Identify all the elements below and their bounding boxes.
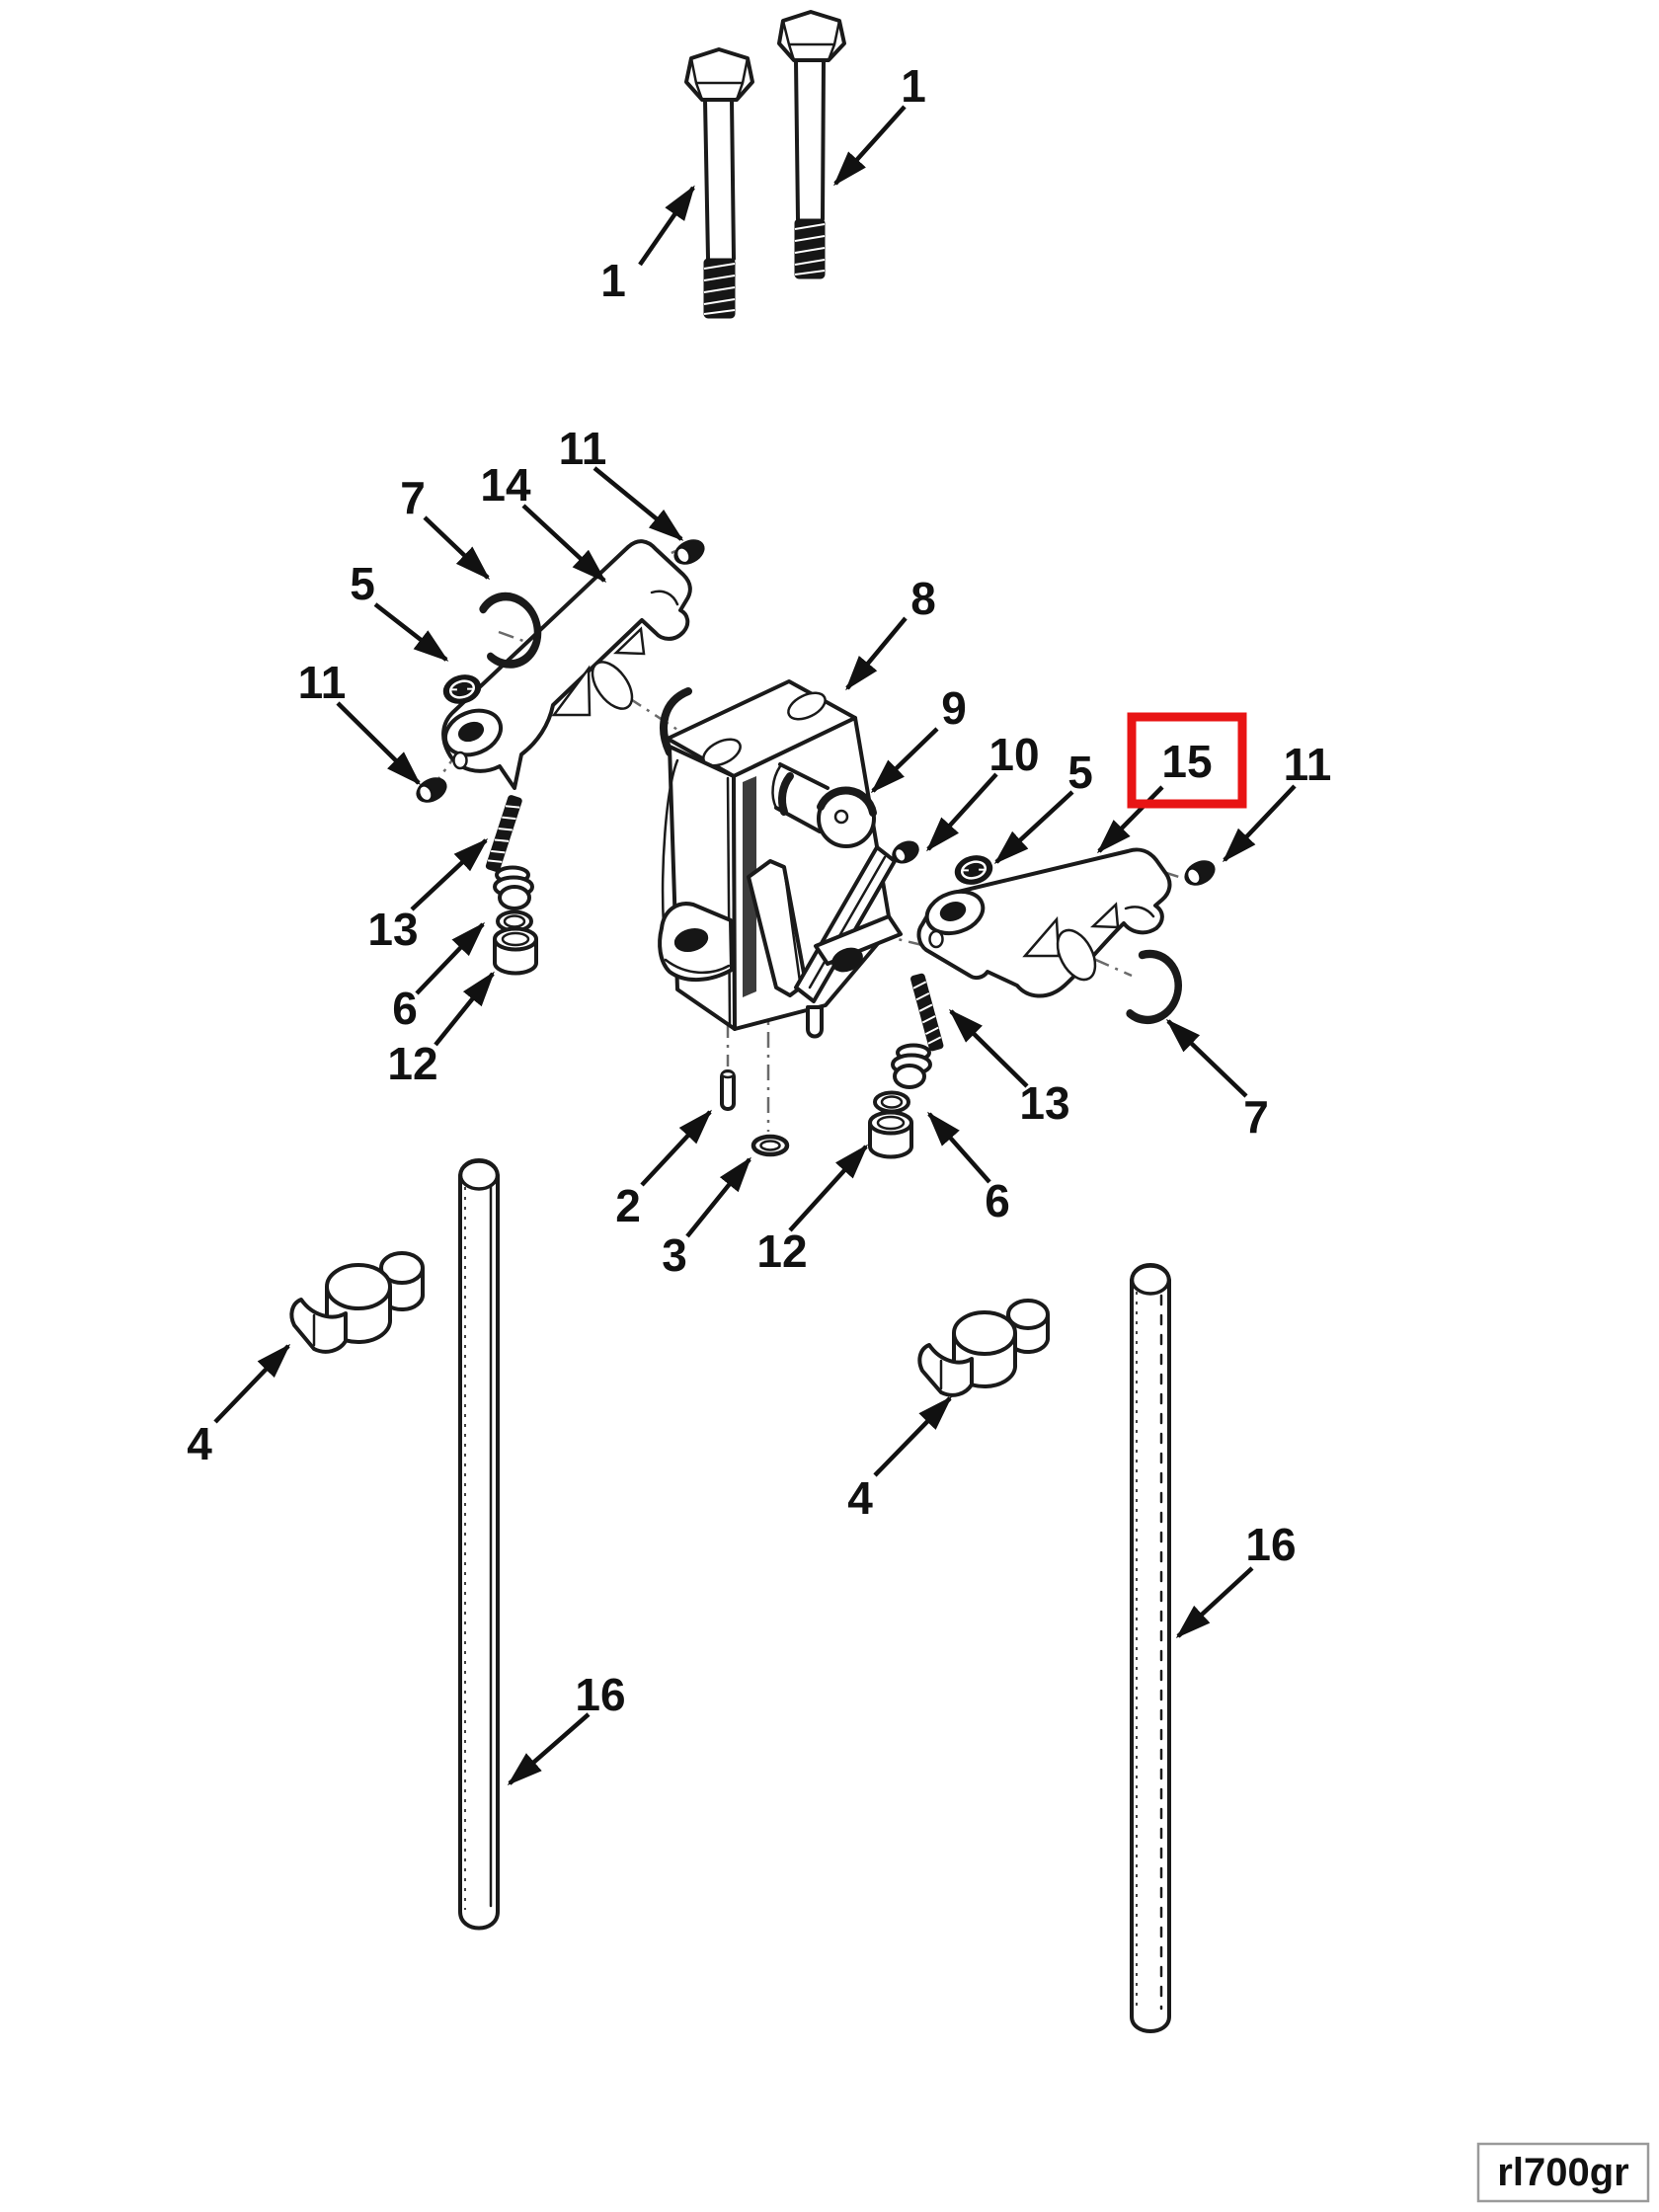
callout-4-left[interactable]: 4 (187, 1418, 212, 1469)
part-bracket-8 (658, 679, 903, 1039)
callout-arrows (213, 105, 1297, 1785)
callout-6-right[interactable]: 6 (985, 1175, 1010, 1226)
part-retaining-ring-7-left (479, 592, 542, 669)
callout-12-right[interactable]: 12 (756, 1225, 807, 1277)
highlight-box-15[interactable] (1127, 712, 1247, 809)
part-bushing-12-left (493, 926, 538, 976)
part-push-rod-16-left (458, 1158, 500, 1931)
part-guide-4-right (917, 1299, 1051, 1397)
callout-16-left[interactable]: 16 (575, 1669, 625, 1720)
part-capscrew-1-left (684, 47, 754, 319)
part-washer-6-right (873, 1090, 910, 1114)
callout-7-right[interactable]: 7 (1243, 1091, 1269, 1143)
callout-1-left[interactable]: 1 (600, 255, 626, 306)
callout-10[interactable]: 10 (988, 729, 1039, 780)
part-rocker-lever-15 (916, 847, 1172, 998)
drawing-code-box: rl700gr (1476, 2142, 1650, 2203)
callout-labels: 1 1 11 14 7 5 11 13 6 12 8 9 10 5 15 11 … (187, 60, 1331, 1720)
callout-6-left[interactable]: 6 (392, 983, 418, 1034)
part-shaft-9 (771, 762, 877, 848)
callout-4-right[interactable]: 4 (847, 1472, 873, 1524)
part-guide-4-left (289, 1251, 426, 1354)
part-retaining-ring-7-right (1126, 949, 1182, 1025)
part-plug-10 (892, 840, 919, 864)
drawing-code-text: rl700gr (1497, 2151, 1628, 2194)
part-adjusting-screw-13-left (485, 795, 534, 910)
callout-11-left[interactable]: 11 (298, 657, 347, 708)
callout-16-right[interactable]: 16 (1245, 1519, 1296, 1570)
callout-11-top[interactable]: 11 (559, 423, 607, 474)
callout-11-right[interactable]: 11 (1284, 739, 1332, 790)
callout-3[interactable]: 3 (662, 1229, 687, 1281)
part-nut-5-right (954, 855, 993, 885)
part-adjusting-screw-13-right (891, 973, 944, 1089)
callout-15-highlighted[interactable]: 15 (1161, 736, 1212, 787)
part-nut-5-left (442, 674, 482, 704)
callout-8[interactable]: 8 (910, 573, 936, 624)
callout-7-left[interactable]: 7 (400, 472, 426, 523)
part-plug-11-top (673, 539, 705, 565)
part-push-rod-16-right (1130, 1263, 1171, 2033)
part-capscrew-1-right (777, 10, 846, 279)
callout-13-left[interactable]: 13 (367, 904, 418, 955)
callout-2[interactable]: 2 (615, 1180, 641, 1231)
callout-14[interactable]: 14 (480, 459, 531, 511)
callout-5-left[interactable]: 5 (350, 558, 375, 609)
part-rocker-lever-14 (441, 539, 692, 790)
callout-1-right[interactable]: 1 (901, 60, 926, 112)
part-plug-11-left (416, 777, 447, 803)
part-bushing-12-right (868, 1110, 913, 1159)
callout-9[interactable]: 9 (941, 682, 967, 734)
part-plug-11-right (1184, 860, 1216, 886)
part-ring-3 (750, 1134, 790, 1157)
callout-13-right[interactable]: 13 (1019, 1077, 1069, 1129)
callout-5-right[interactable]: 5 (1067, 747, 1093, 798)
part-pin-2 (720, 1069, 736, 1111)
callout-12-left[interactable]: 12 (387, 1038, 437, 1089)
